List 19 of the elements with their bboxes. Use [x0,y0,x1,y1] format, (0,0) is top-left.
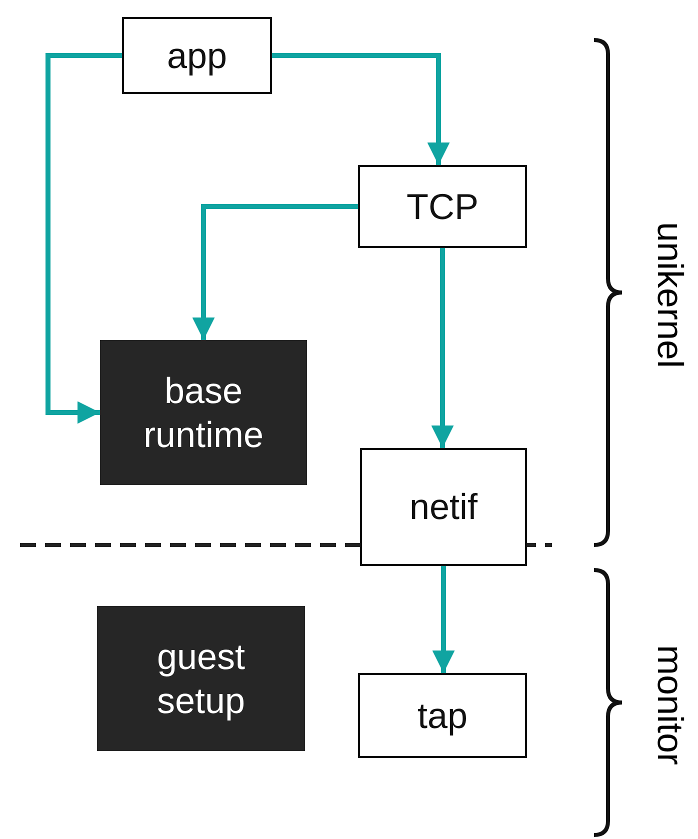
node-label: guest setup [156,635,246,722]
process-box [360,448,527,566]
node-label: app [166,34,228,78]
arrow [272,53,450,165]
node-label: tap [417,694,468,738]
process-box [97,606,305,751]
process-box [100,340,307,485]
arrow [431,248,454,448]
node-label: netif [409,485,478,529]
node-label: TCP [406,184,478,228]
arrow [192,204,358,340]
process-box [358,673,527,758]
arrow [432,566,455,673]
group-label: monitor [649,644,691,766]
group-label: unikernel [649,222,691,368]
node-label: base runtime [142,369,265,456]
process-box [122,17,272,94]
arrow [46,53,122,424]
process-box [358,165,527,248]
